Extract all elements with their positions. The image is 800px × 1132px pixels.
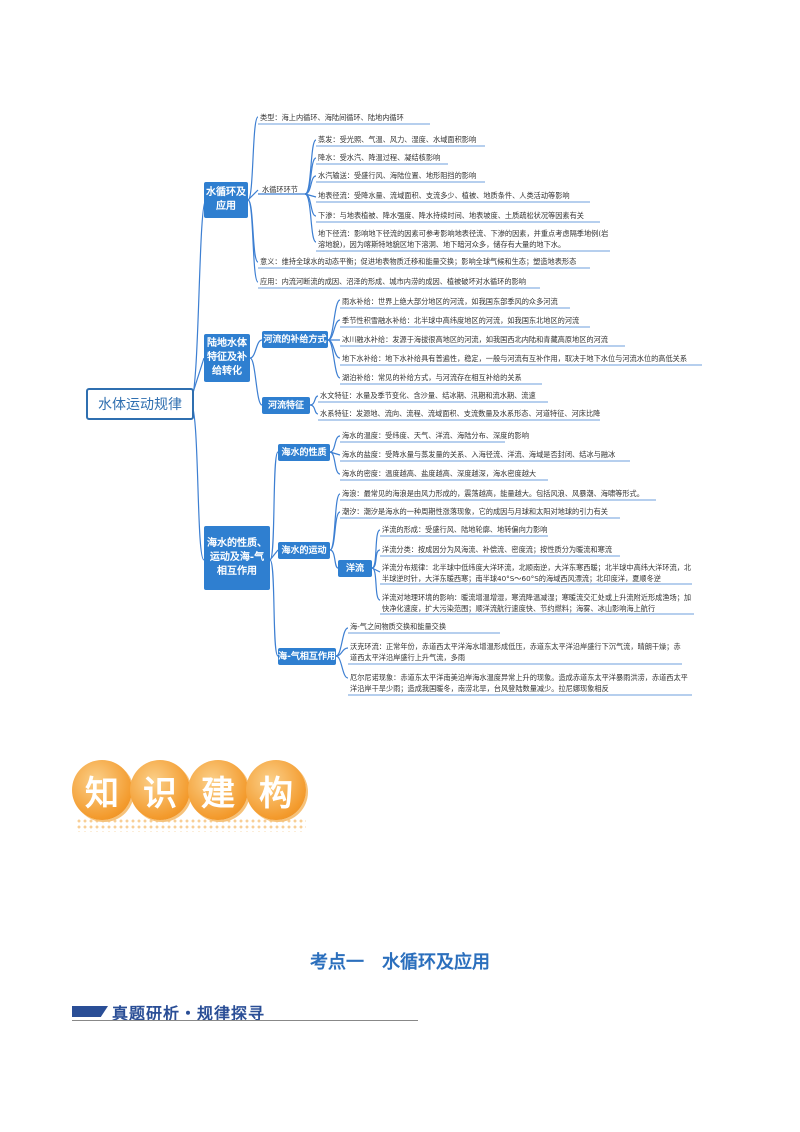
seawater-salinity: 海水的盐度：受降水量与蒸发量的关系、入海径流、洋流、海域是否封闭、结冰与融冰 — [342, 450, 616, 459]
motion-tides: 潮汐：潮汐是海水的一种周期性涨落现象，它的成因与月球和太阳对地球的引力有关 — [342, 507, 608, 516]
supply-rain: 雨水补给：世界上绝大部分地区的河流，如我国东部季风的众多河流 — [342, 297, 558, 306]
current-classification: 洋流分类：按成因分为风海流、补偿流、密度流；按性质分为暖流和寒流 — [382, 545, 613, 554]
link-evaporation: 蒸发：受光照、气温、风力、湿度、水域面积影响 — [318, 135, 477, 144]
banner-char: 构 — [246, 760, 306, 820]
sub-banner-accent — [72, 1006, 108, 1017]
supply-glacier: 冰川融水补给：发源于海拔很高地区的河流，如我国西北内陆和青藏高原地区的河流 — [342, 335, 608, 344]
water-cycle-application: 应用：内流河断流的成因、沼泽的形成、城市内涝的成因、植被破坏对水循环的影响 — [260, 277, 526, 286]
link-vapor-transport: 水汽输送：受盛行风、海陆位置、地形阻挡的影响 — [318, 171, 477, 180]
seawater-temperature: 海水的温度：受纬度、天气、洋流、海陆分布、深度的影响 — [342, 431, 529, 440]
feature-hydrology: 水文特征：水量及季节变化、含沙量、结冰期、汛期和流水期、流速 — [320, 391, 536, 400]
branch-ocean: 海水的性质、运动及海-气相互作用 — [204, 526, 270, 590]
banner-char: 识 — [130, 760, 190, 820]
link-infiltration: 下渗：与地表植被、降水强度、降水持续时间、地表坡度、土质疏松状况等因素有关 — [318, 211, 584, 220]
supply-lake: 湖泊补给：常见的补给方式，与河流存在相互补给的关系 — [342, 373, 522, 382]
el-nino: 厄尔尼诺现象：赤道东太平洋南美沿岸海水温度异常上升的现象。造成赤道东太平洋暴雨洪… — [350, 673, 688, 693]
mindmap-root: 水体运动规律 — [86, 388, 194, 420]
mind-map: 水体运动规律 水循环及应用 类型：海上内循环、海陆间循环、陆地内循环 水循环环节… — [86, 113, 702, 696]
link-precipitation: 降水：受水汽、降温过程、凝结核影响 — [318, 153, 441, 162]
sub-banner-underline — [72, 1020, 418, 1021]
current-formation: 洋流的形成：受盛行风、陆地轮廓、地转偏向力影响 — [382, 525, 548, 534]
banner-char: 知 — [72, 760, 132, 820]
supply-snowmelt: 季节性积雪融水补给：北半球中高纬度地区的河流，如我国东北地区的河流 — [342, 316, 580, 325]
seawater-density: 海水的密度：温度越高、盐度越高、深度越深，海水密度越大 — [342, 469, 537, 478]
current-distribution: 洋流分布规律：北半球中低纬度大洋环流，北顺南逆，大洋东寒西暖；北半球中高纬大洋环… — [382, 563, 692, 583]
banner-char: 建 — [188, 760, 248, 820]
branch-water-cycle: 水循环及应用 — [204, 182, 248, 218]
water-cycle-links-label: 水循环环节 — [262, 185, 298, 194]
river-supply-title: 河流的补给方式 — [262, 331, 328, 348]
water-cycle-type: 类型：海上内循环、海陆间循环、陆地内循环 — [260, 113, 404, 122]
sea-air-interaction-title: 海-气相互作用 — [278, 648, 336, 665]
motion-waves: 海浪：最常见的海浪是由风力形成的，震荡越高，能量越大。包括风浪、风暴潮、海啸等形… — [342, 489, 644, 498]
feature-river-system: 水系特征：发源地、流向、流程、流域面积、支流数量及水系形态、河道特征、河床比降 — [320, 409, 601, 418]
sub-banner-text: 真题研析・规律探寻 — [112, 1004, 266, 1023]
sea-air-exchange: 海-气之间物质交换和能量交换 — [350, 622, 447, 631]
mind-map-connectors — [189, 116, 702, 696]
section-title: 考点一 水循环及应用 — [310, 952, 490, 973]
river-features-title: 河流特征 — [262, 397, 310, 414]
water-cycle-meaning: 意义：维持全球水的动态平衡；促进地表物质迁移和能量交换；影响全球气候和生态；塑造… — [260, 257, 577, 266]
seawater-motion-title: 海水的运动 — [278, 542, 330, 559]
sub-banner: 真题研析・规律探寻 — [72, 1000, 422, 1024]
knowledge-construction-banner: 知 识 建 构 — [72, 760, 312, 832]
ocean-current-title: 洋流 — [338, 560, 372, 577]
banner-dot-pattern — [76, 818, 306, 832]
branch-land-water: 陆地水体特征及补给转化 — [204, 334, 250, 382]
seawater-properties-title: 海水的性质 — [278, 444, 330, 461]
link-groundwater-runoff: 地下径流：影响地下径流的因素可参考影响地表径流、下渗的因素，并重点考虑隔季地例(… — [318, 229, 609, 249]
current-effects: 洋流对地理环境的影响：暖流增温增湿，寒流降温减湿；寒暖流交汇处或上升流附近形成渔… — [382, 593, 692, 613]
link-surface-runoff: 地表径流：受降水量、流域面积、支流多少、植被、地质条件、人类活动等影响 — [318, 191, 570, 200]
supply-groundwater: 地下水补给：地下水补给具有普遍性，稳定，一般与河流有互补作用，取决于地下水位与河… — [342, 354, 688, 363]
walker-circulation: 沃克环流：正常年份，赤道西太平洋海水增温形成低压，赤道东太平洋沿岸盛行下沉气流，… — [350, 642, 681, 662]
